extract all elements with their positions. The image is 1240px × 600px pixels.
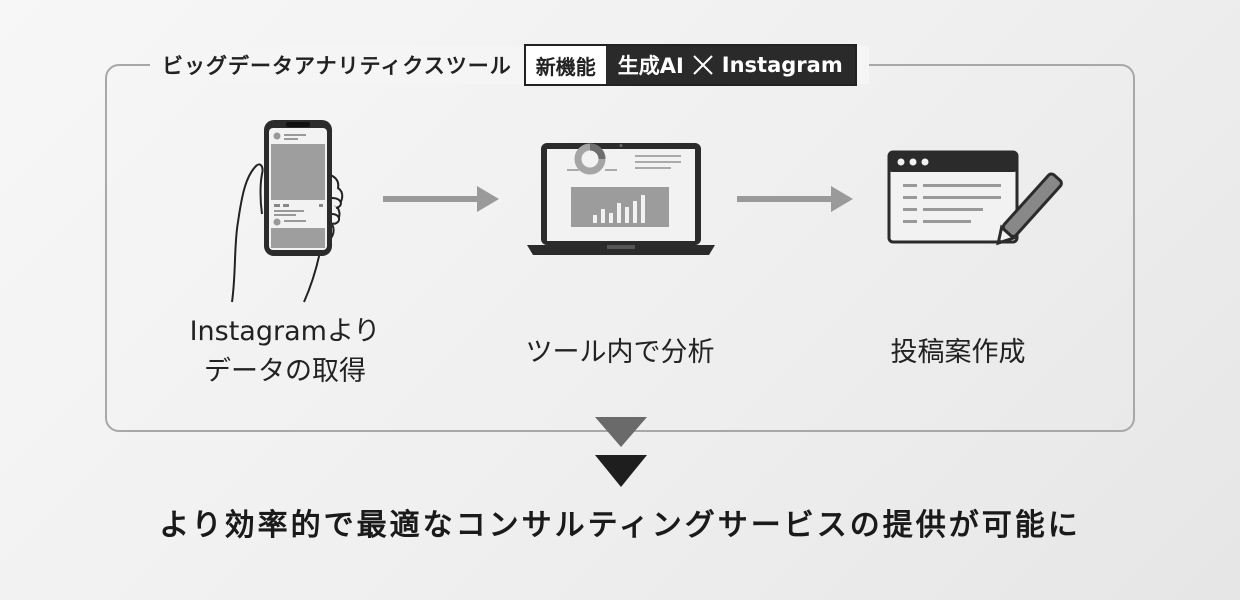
smartphone-in-hand-icon [231,120,344,303]
step-1-caption-line-2: データの取得 [204,356,366,387]
badge-feature: 生成AI Instagram [605,46,855,84]
flow-arrow-2 [737,186,853,212]
step-2-caption: ツール内で分析 [480,333,760,373]
step-3-caption: 投稿案作成 [818,333,1098,373]
badge-new-label: 新機能 [525,46,606,84]
flow-arrow-1 [383,186,499,212]
step-2-caption-line-1: ツール内で分析 [525,337,715,368]
badge-feature-right: Instagram [721,53,843,77]
laptop-analytics-icon [527,143,715,255]
step-1-caption: Instagramより データの取得 [145,312,425,392]
step-3-caption-line-1: 投稿案作成 [890,337,1026,368]
down-arrow-icon [595,455,647,487]
conclusion-text: より効率的で最適なコンサルティングサービスの提供が可能に [159,508,1081,543]
down-arrow-icon [595,417,647,447]
document-pen-icon [887,150,1063,246]
frame-header: ビッグデータアナリティクスツール 新機能 生成AI Instagram [150,44,869,86]
new-feature-badge: 新機能 生成AI Instagram [523,44,857,86]
badge-feature-left: 生成AI [617,54,684,78]
cross-icon [693,55,713,75]
frame-title: ビッグデータアナリティクスツール [162,54,512,78]
step-1-caption-line-1: Instagramより [189,316,381,347]
